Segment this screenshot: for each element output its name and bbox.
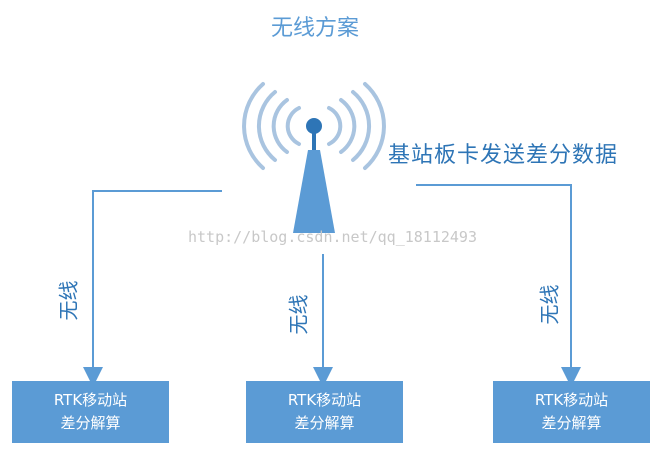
basestation-label: 基站板卡发送差分数据 (388, 143, 619, 168)
diagram-title: 无线方案 (270, 16, 359, 41)
rover-node-subtitle: 差分解算 (60, 414, 121, 432)
rover-node-subtitle: 差分解算 (294, 414, 355, 432)
right-connector-arrow (416, 184, 581, 387)
antenna-tower-icon (293, 118, 335, 233)
rover-node-subtitle: 差分解算 (541, 414, 602, 432)
rover-node-title: RTK移动站 (534, 391, 609, 409)
link-label-left: 无线 (56, 280, 81, 321)
rover-node-title: RTK移动站 (287, 391, 362, 409)
link-label-right: 无线 (537, 284, 562, 325)
left-connector-arrow (83, 190, 222, 387)
link-label-middle: 无线 (286, 294, 311, 335)
signal-waves-icon (242, 82, 386, 170)
watermark-text: http://blog.csdn.net/qq_18112493 (188, 228, 477, 246)
rover-node-left: RTK移动站 差分解算 (12, 381, 169, 443)
rover-node-right: RTK移动站 差分解算 (493, 381, 650, 443)
rover-node-middle: RTK移动站 差分解算 (246, 381, 403, 443)
rover-node-title: RTK移动站 (53, 391, 128, 409)
